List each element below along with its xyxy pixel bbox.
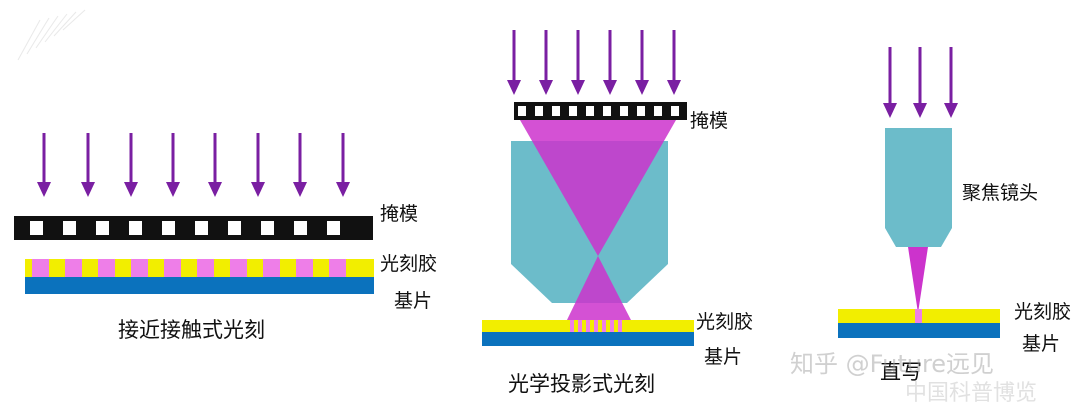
source-watermark: 中国科普博览: [905, 381, 1038, 406]
exposed-region: [65, 259, 82, 277]
mask-opening: [30, 221, 43, 235]
arrow-head: [913, 103, 927, 118]
direct-photoresist-label: 光刻胶: [1014, 301, 1072, 323]
contact-caption: 接近接触式光刻: [118, 318, 265, 342]
contact-mask-label: 掩模: [380, 203, 419, 225]
projection-light-lower: [566, 256, 632, 322]
projection-mask-label: 掩模: [690, 110, 729, 132]
arrow-head: [944, 103, 958, 118]
exposed-region: [610, 320, 614, 332]
mask-opening: [261, 221, 274, 235]
zhihu-watermark: 知乎 @Future远见: [790, 350, 995, 378]
arrow-head: [635, 80, 649, 95]
mask-opening: [535, 106, 543, 116]
direct-substrate: [838, 323, 1000, 338]
projection-caption: 光学投影式光刻: [508, 372, 655, 396]
exposed-region: [915, 309, 922, 323]
exposed-region: [131, 259, 148, 277]
mask-opening: [294, 221, 307, 235]
decor-line: [35, 15, 59, 49]
direct-lens: [885, 128, 952, 247]
direct-substrate-label: 基片: [1022, 333, 1061, 355]
exposed-region: [570, 320, 574, 332]
mask-opening: [654, 106, 662, 116]
exposed-region: [263, 259, 280, 277]
projection-light-upper: [520, 120, 676, 256]
exposed-region: [618, 320, 622, 332]
direct-beam: [908, 247, 928, 313]
arrow-head: [507, 80, 521, 95]
decor-line: [17, 19, 41, 61]
exposed-region: [602, 320, 606, 332]
exposed-region: [230, 259, 247, 277]
exposed-region: [32, 259, 49, 277]
mask-opening: [228, 221, 241, 235]
decor-line: [26, 17, 50, 55]
mask-opening: [195, 221, 208, 235]
projection-substrate: [482, 332, 694, 346]
exposed-region: [329, 259, 346, 277]
decor-line: [44, 13, 68, 43]
mask-opening: [671, 106, 679, 116]
mask-opening: [162, 221, 175, 235]
direct-lens-label: 聚焦镜头: [962, 182, 1039, 204]
arrow-head: [251, 182, 265, 197]
mask-opening: [129, 221, 142, 235]
contact-substrate-label: 基片: [394, 290, 433, 312]
mask-opening: [518, 106, 526, 116]
mask-opening: [63, 221, 76, 235]
arrow-head: [81, 182, 95, 197]
exposed-region: [594, 320, 598, 332]
contact-photoresist-label: 光刻胶: [380, 253, 438, 275]
exposed-region: [586, 320, 590, 332]
arrow-head: [883, 103, 897, 118]
mask-opening: [552, 106, 560, 116]
arrow-head: [336, 182, 350, 197]
exposed-region: [578, 320, 582, 332]
contact-substrate: [25, 277, 374, 294]
arrow-head: [293, 182, 307, 197]
mask-opening: [637, 106, 645, 116]
mask-opening: [603, 106, 611, 116]
projection-substrate-label: 基片: [704, 346, 743, 368]
arrow-head: [208, 182, 222, 197]
direct-caption: 直写: [880, 360, 922, 384]
mask-opening: [327, 221, 340, 235]
mask-opening: [569, 106, 577, 116]
mask-opening: [96, 221, 109, 235]
arrow-head: [166, 182, 180, 197]
exposed-region: [197, 259, 214, 277]
arrow-head: [539, 80, 553, 95]
arrow-head: [603, 80, 617, 95]
mask-opening: [586, 106, 594, 116]
arrow-head: [124, 182, 138, 197]
arrow-head: [667, 80, 681, 95]
arrow-head: [571, 80, 585, 95]
decor-line: [62, 9, 86, 31]
decor-line: [53, 11, 77, 37]
arrow-head: [37, 182, 51, 197]
exposed-region: [164, 259, 181, 277]
mask-opening: [620, 106, 628, 116]
exposed-region: [296, 259, 313, 277]
exposed-region: [98, 259, 115, 277]
projection-photoresist-label: 光刻胶: [696, 311, 754, 333]
